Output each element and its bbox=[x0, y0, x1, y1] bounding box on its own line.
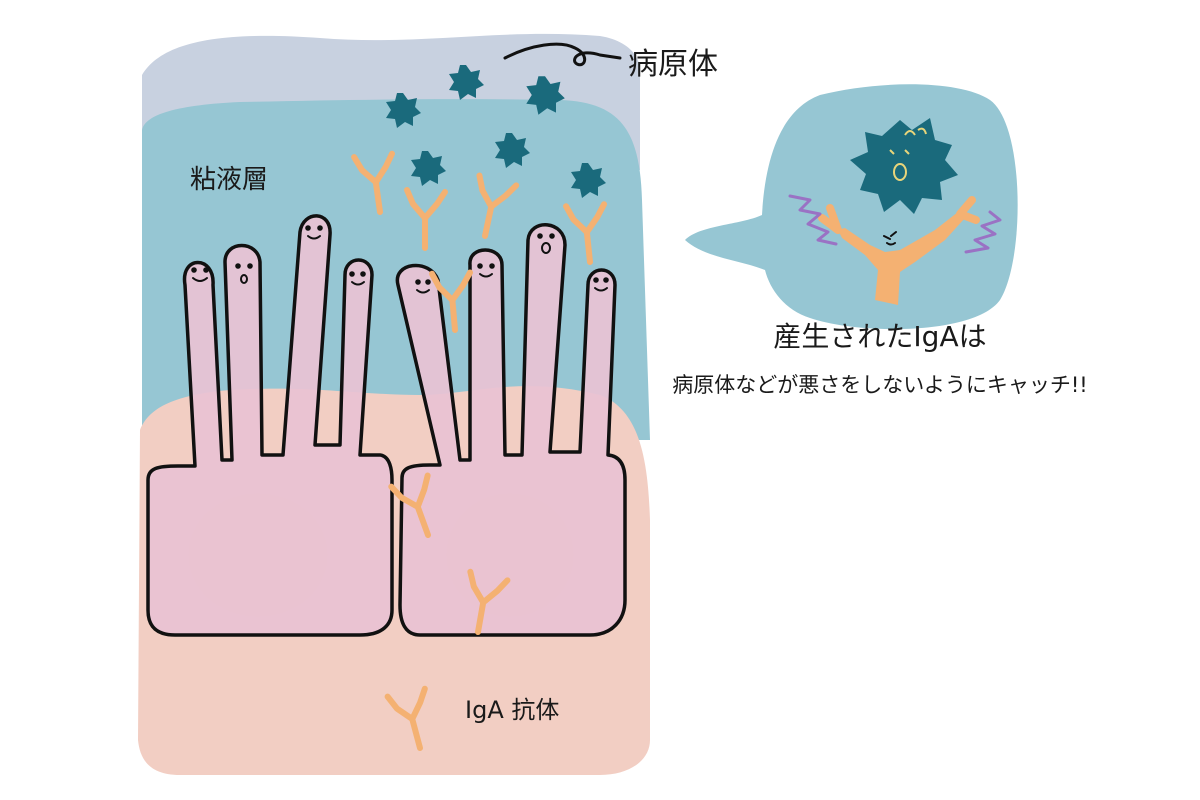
zoomed-pathogen-face bbox=[889, 127, 927, 181]
epithelial-cell-left bbox=[146, 214, 394, 637]
villus-faces bbox=[191, 225, 609, 294]
zoomed-antibody-face bbox=[883, 231, 897, 246]
mucus-layer-label: 粘液層 bbox=[190, 165, 268, 195]
caption-line-2: 病原体などが悪さをしないようにキャッチ!! bbox=[672, 373, 1087, 397]
pathogen-label: 病原体 bbox=[628, 47, 718, 82]
epithelial-cell-right bbox=[395, 223, 627, 637]
zoomed-antibody-arms bbox=[818, 196, 980, 234]
caption-line-1: 産生されたIgAは bbox=[773, 320, 986, 353]
mucus-layer bbox=[142, 99, 650, 440]
pathogen-pointer bbox=[503, 42, 622, 67]
iga-antibody-label: IgA 抗体 bbox=[465, 696, 559, 724]
struggle-waves bbox=[788, 194, 1002, 254]
zoomed-antibody bbox=[838, 212, 965, 305]
